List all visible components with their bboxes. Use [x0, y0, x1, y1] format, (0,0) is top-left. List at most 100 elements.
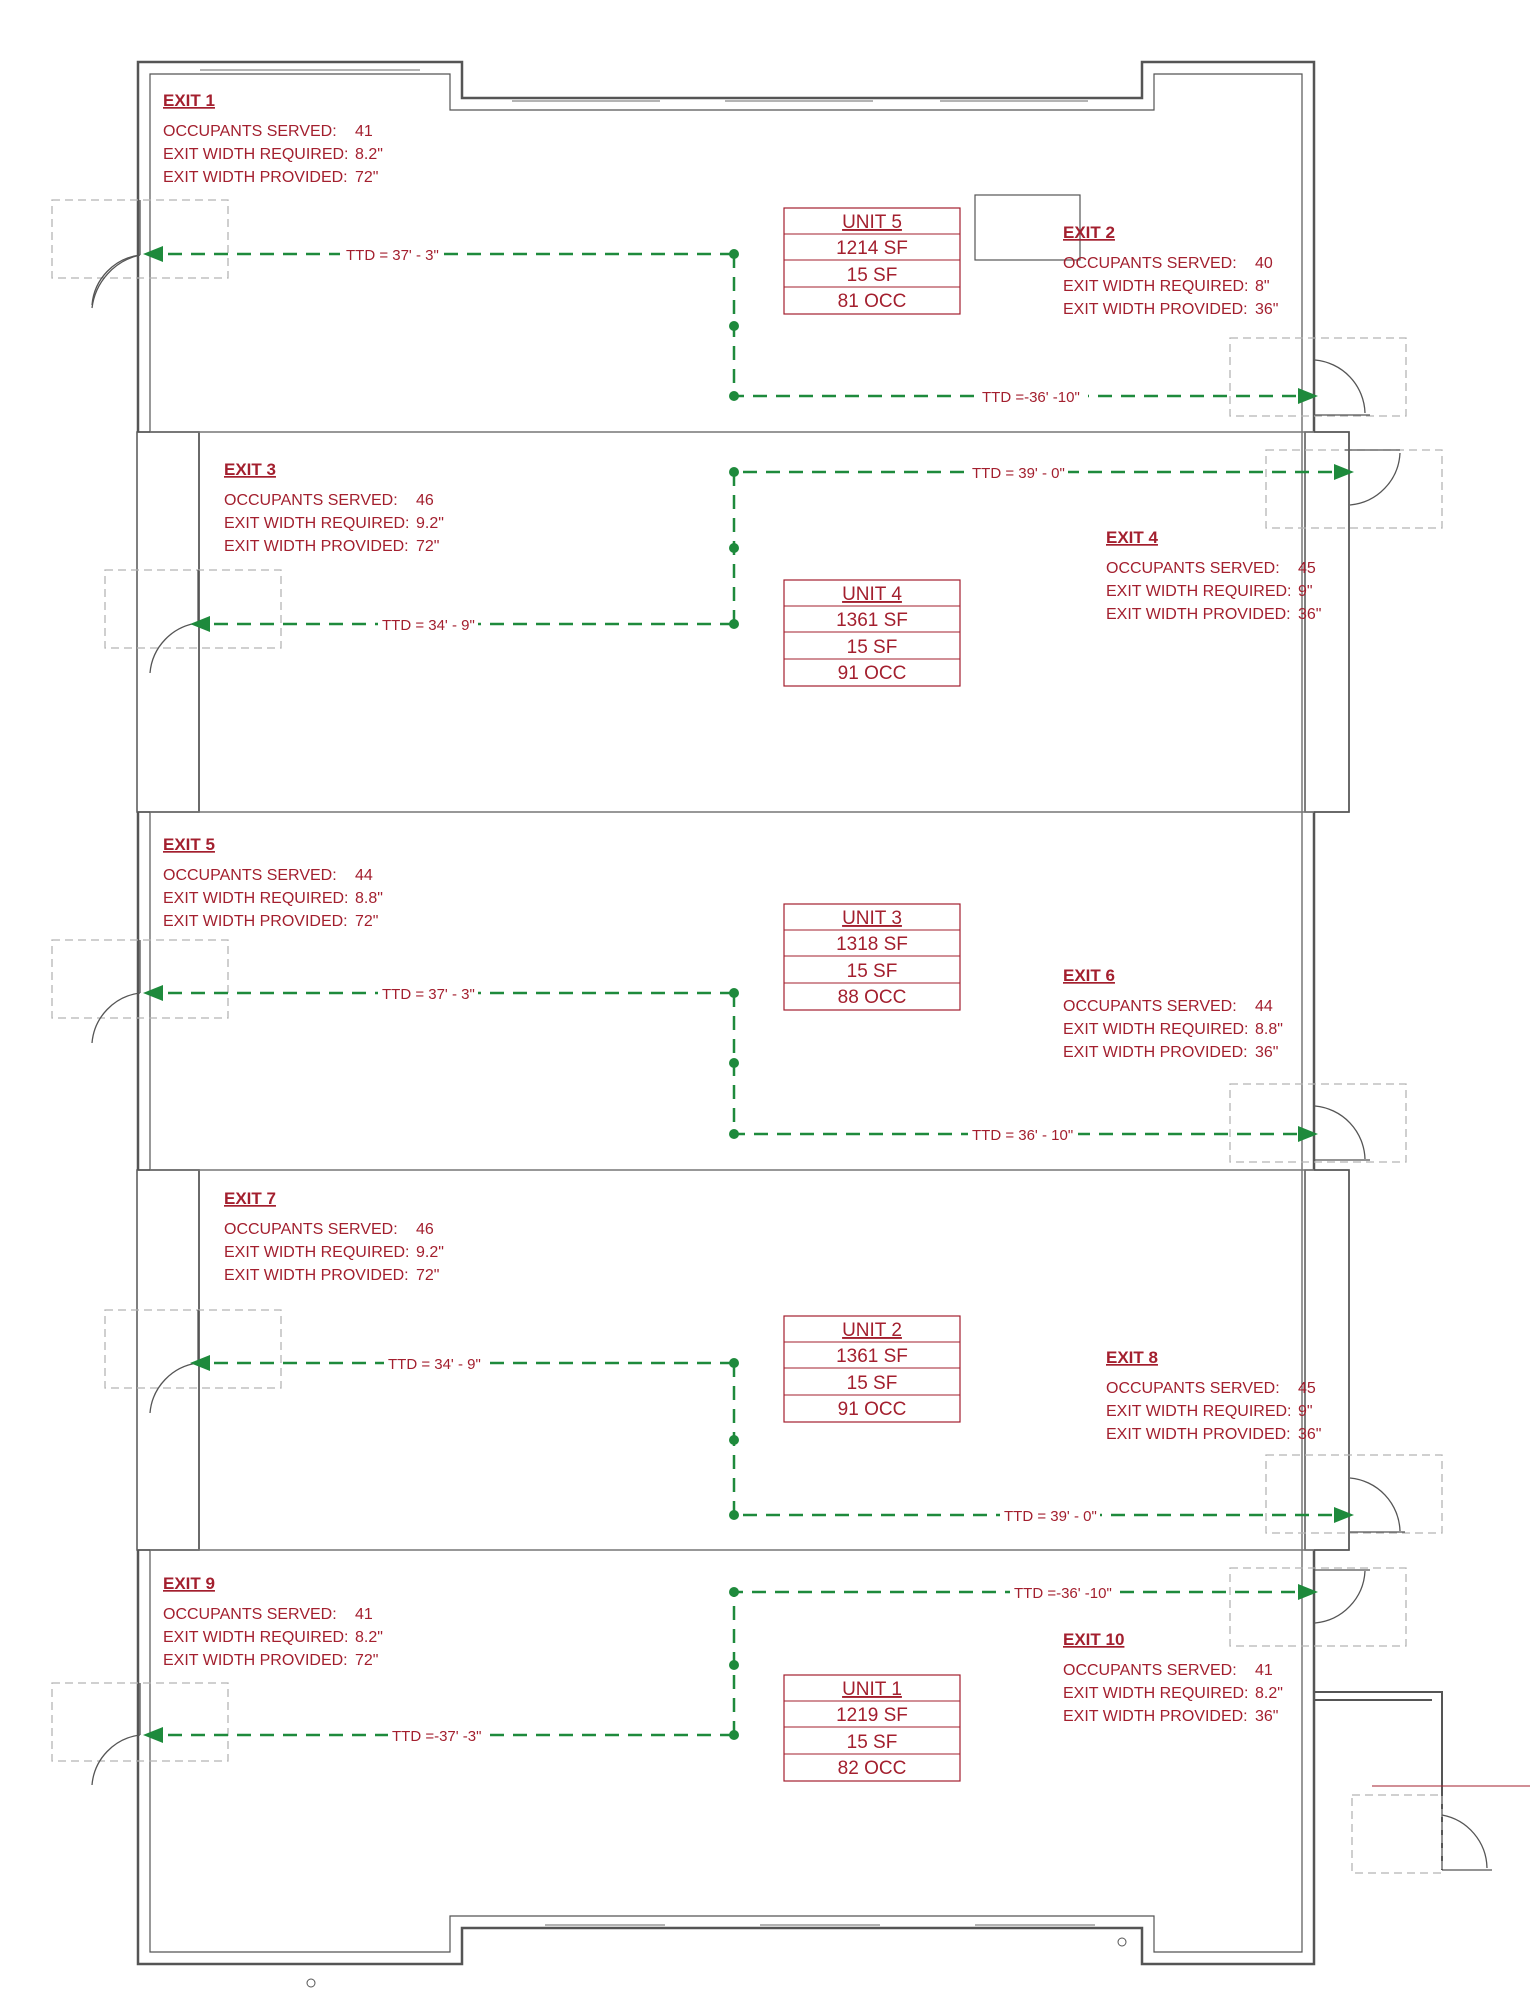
provided-value: 72"	[416, 538, 439, 555]
arrow-exit-9	[143, 1727, 163, 1743]
unit-occupancy: 82 OCC	[838, 1758, 907, 1779]
door-leaf-exit-1	[91, 200, 141, 306]
exit-title: EXIT 4	[1106, 528, 1159, 547]
exit-title: EXIT 3	[224, 460, 276, 479]
vestibule-wall	[1314, 1691, 1443, 1870]
provided-value: 72"	[355, 169, 378, 186]
column-marker-1	[306, 1978, 316, 1988]
arrow-exit-7	[190, 1355, 210, 1371]
door-clearance-exit-7	[104, 1309, 282, 1389]
served-label: OCCUPANTS SERVED:	[1106, 1380, 1280, 1397]
served-value: 40	[1255, 255, 1273, 272]
door-leaf-exit-3	[149, 570, 199, 674]
door-leaf-exit-10	[1314, 1569, 1370, 1624]
door-leaf-exit-8	[1349, 1477, 1405, 1533]
ttd-label-exit-1: TTD = 37' - 3"	[346, 247, 439, 264]
ttd-label-exit-10: TTD =-36' -10"	[1014, 1585, 1112, 1602]
node	[729, 1129, 739, 1139]
building-walls	[136, 60, 1316, 1966]
required-value: 9"	[1298, 583, 1313, 600]
served-value: 46	[416, 1221, 434, 1238]
right-step-unit-2	[1304, 1169, 1350, 1551]
door-clearance-exit-4	[1265, 449, 1443, 529]
door-clearance-exit-3	[104, 569, 282, 649]
required-value: 9.2"	[416, 1244, 444, 1261]
outer-wall	[136, 60, 1316, 1966]
required-value: 8.8"	[355, 890, 383, 907]
unit-area: 1219 SF	[836, 1705, 908, 1726]
exit-note-5: EXIT 5 OCCUPANTS SERVED: 44 EXIT WIDTH R…	[163, 835, 383, 930]
required-label: EXIT WIDTH REQUIRED:	[224, 1244, 410, 1261]
required-label: EXIT WIDTH REQUIRED:	[163, 146, 349, 163]
egress-path-exit-4	[732, 470, 1340, 624]
served-value: 41	[355, 1606, 373, 1623]
unit-tables: UNIT 5 1214 SF 15 SF 81 OCC UNIT 4 1361 …	[783, 207, 961, 1782]
unit-load-factor: 15 SF	[847, 637, 898, 658]
required-label: EXIT WIDTH REQUIRED:	[1106, 583, 1292, 600]
unit-area: 1318 SF	[836, 934, 908, 955]
exit-note-2: EXIT 2 OCCUPANTS SERVED: 40 EXIT WIDTH R…	[1063, 223, 1278, 318]
node	[729, 543, 739, 553]
ttd-label-exit-7: TTD = 34' - 9"	[388, 1356, 481, 1373]
provided-label: EXIT WIDTH PROVIDED:	[224, 538, 409, 555]
door-leaf-vestibule	[1441, 1814, 1492, 1871]
exit-note-10: EXIT 10 OCCUPANTS SERVED: 41 EXIT WIDTH …	[1063, 1630, 1283, 1725]
served-label: OCCUPANTS SERVED:	[163, 867, 337, 884]
exit-note-8: EXIT 8 OCCUPANTS SERVED: 45 EXIT WIDTH R…	[1106, 1348, 1321, 1443]
node	[729, 1510, 739, 1520]
required-label: EXIT WIDTH REQUIRED:	[1063, 278, 1249, 295]
provided-value: 72"	[355, 1652, 378, 1669]
exit-note-3: EXIT 3 OCCUPANTS SERVED: 46 EXIT WIDTH R…	[224, 460, 444, 555]
column-marker-2	[1117, 1937, 1127, 1947]
right-step-edge-1	[1314, 431, 1350, 813]
provided-label: EXIT WIDTH PROVIDED:	[1063, 1044, 1248, 1061]
right-step-unit-4	[1304, 431, 1350, 813]
door-leaf-exit-5	[91, 940, 141, 1044]
required-value: 8.2"	[355, 1629, 383, 1646]
doors	[51, 199, 1492, 1874]
unit-name: UNIT 1	[842, 1679, 902, 1700]
required-value: 8.2"	[1255, 1685, 1283, 1702]
exit-note-7: EXIT 7 OCCUPANTS SERVED: 46 EXIT WIDTH R…	[224, 1189, 444, 1284]
provided-label: EXIT WIDTH PROVIDED:	[1106, 1426, 1291, 1443]
arrow-exit-4	[1334, 464, 1354, 480]
door-clearance-vestibule	[1351, 1794, 1443, 1874]
served-label: OCCUPANTS SERVED:	[224, 492, 398, 509]
door-clearance-exit-2	[1229, 337, 1407, 417]
node	[729, 619, 739, 629]
ttd-label-exit-9: TTD =-37' -3"	[392, 1728, 481, 1745]
exit-notes: EXIT 1 OCCUPANTS SERVED: 41 EXIT WIDTH R…	[163, 91, 1321, 1725]
provided-label: EXIT WIDTH PROVIDED:	[163, 913, 348, 930]
required-value: 8.8"	[1255, 1021, 1283, 1038]
node	[729, 1358, 739, 1368]
right-step-edge-2	[1314, 1169, 1350, 1551]
served-label: OCCUPANTS SERVED:	[163, 1606, 337, 1623]
ttd-label-exit-8: TTD = 39' - 0"	[1004, 1508, 1097, 1525]
exit-title: EXIT 7	[224, 1189, 276, 1208]
provided-label: EXIT WIDTH PROVIDED:	[1106, 606, 1291, 623]
provided-label: EXIT WIDTH PROVIDED:	[163, 1652, 348, 1669]
unit-table-4: UNIT 4 1361 SF 15 SF 91 OCC	[783, 579, 961, 687]
equipment-box	[974, 194, 1081, 261]
provided-value: 36"	[1255, 1044, 1278, 1061]
unit-table-3: UNIT 3 1318 SF 15 SF 88 OCC	[783, 903, 961, 1011]
ttd-label-exit-6: TTD = 36' - 10"	[972, 1127, 1073, 1144]
provided-value: 36"	[1255, 1708, 1278, 1725]
ttd-label-exit-5: TTD = 37' - 3"	[382, 986, 475, 1003]
provided-value: 72"	[416, 1267, 439, 1284]
exit-note-4: EXIT 4 OCCUPANTS SERVED: 45 EXIT WIDTH R…	[1106, 528, 1321, 623]
required-value: 8.2"	[355, 146, 383, 163]
arrow-exit-5	[143, 985, 163, 1001]
unit-occupancy: 81 OCC	[838, 291, 907, 312]
served-label: OCCUPANTS SERVED:	[224, 1221, 398, 1238]
node	[729, 467, 739, 477]
served-value: 46	[416, 492, 434, 509]
arrow-exit-10	[1298, 1584, 1318, 1600]
served-label: OCCUPANTS SERVED:	[1063, 1662, 1237, 1679]
unit-occupancy: 88 OCC	[838, 987, 907, 1008]
served-value: 45	[1298, 1380, 1316, 1397]
unit-load-factor: 15 SF	[847, 1732, 898, 1753]
exit-title: EXIT 8	[1106, 1348, 1158, 1367]
provided-label: EXIT WIDTH PROVIDED:	[224, 1267, 409, 1284]
